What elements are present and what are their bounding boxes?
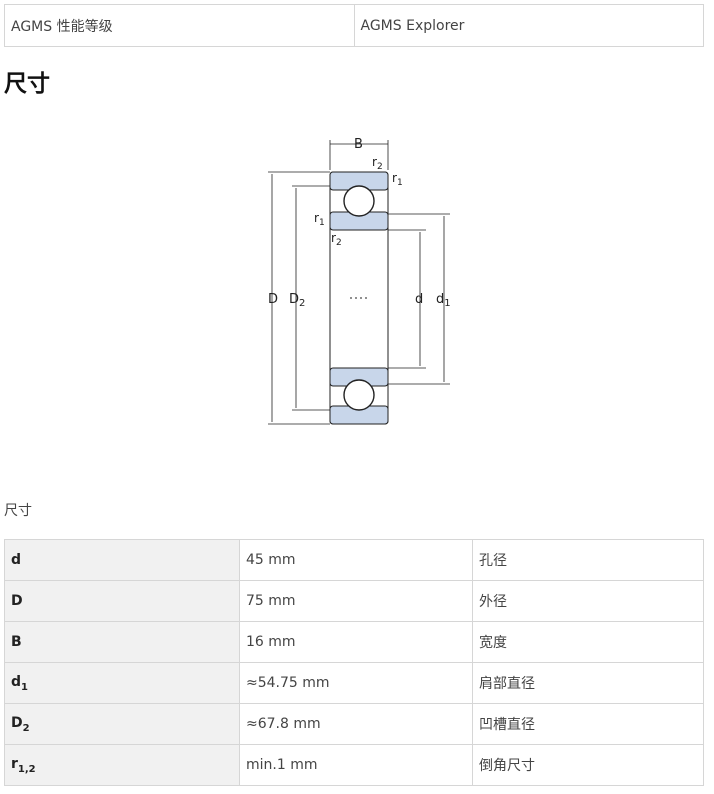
dimension-symbol: d1 [4,662,240,704]
dimension-description: 宽度 [472,621,704,663]
label-r2-top: r2 [372,155,383,172]
bearing-diagram: B r2 r1 r1 r2 D D2 d d1 [268,137,451,425]
dimension-value: 45 mm [239,539,473,581]
dimension-description: 外径 [472,580,704,622]
dimension-symbol: r1,2 [4,744,240,786]
label-D: D [268,292,278,307]
dimension-value: ≈54.75 mm [239,662,473,704]
symbol-text: d [11,552,22,568]
dimension-value: min.1 mm [239,744,473,786]
section-title: 尺寸 [4,71,50,97]
label-B: B [354,137,363,152]
ball-top [343,185,375,217]
label-r2-inner: r2 [331,231,342,248]
symbol-subscript: 1 [21,681,28,693]
dimension-description: 孔径 [472,539,704,581]
dimension-description: 凹槽直径 [472,703,704,745]
dimension-description: 倒角尺寸 [472,744,704,786]
dimension-value: ≈67.8 mm [239,703,473,745]
header-row: AGMS 性能等级 AGMS Explorer [4,4,704,47]
symbol-text: B [11,634,22,650]
label-D2: D2 [289,292,305,309]
label-d: d [415,292,423,307]
dimensions-caption: 尺寸 [4,503,32,519]
symbol-subscript: 2 [22,722,30,734]
label-r1-inner: r1 [314,211,325,228]
dimension-description: 肩部直径 [472,662,704,704]
symbol-text: D [11,593,23,609]
header-cell-grade: AGMS 性能等级 [4,4,355,47]
symbol-text: D [11,714,23,731]
dimension-symbol: B [4,621,240,663]
header-table: AGMS 性能等级 AGMS Explorer [4,4,704,47]
symbol-subscript: 1,2 [17,763,36,775]
dimension-symbol: D [4,580,240,622]
dimension-value: 75 mm [239,580,473,622]
dimension-symbol: d [4,539,240,581]
label-d1: d1 [436,292,451,309]
symbol-text: d [11,673,22,690]
label-r1-top: r1 [392,171,403,188]
dimension-symbol: D2 [4,703,240,745]
dimension-value: 16 mm [239,621,473,663]
ball-bottom [343,379,375,411]
symbol-text: r [11,755,18,772]
header-cell-explorer: AGMS Explorer [353,4,704,47]
